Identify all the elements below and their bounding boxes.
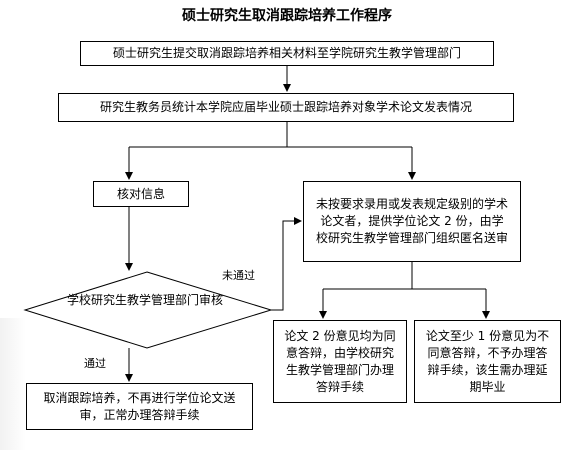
step-review: 学校研究生教学管理部门审核 [66, 293, 223, 307]
step-submit: 硕士研究生提交取消跟踪培养相关材料至学院研究生教学管理部门 [80, 41, 494, 66]
step-cancel: 取消跟踪培养，不再进行学位论文送审，正常办理答辩手续 [26, 383, 253, 430]
step-verify: 核对信息 [93, 181, 189, 207]
label-passed: 通过 [84, 357, 106, 370]
step-fail-one: 论文至少 1 份意见为不同意答辩，不予办理答辩手续，该生需办理延期毕业 [414, 320, 561, 403]
step-pass-both: 论文 2 份意见均为同意答辩，由学校研究生教学管理部门办理答辩手续 [273, 320, 407, 403]
page-title: 硕士研究生取消跟踪培养工作程序 [182, 8, 392, 24]
watermark-fade [0, 318, 26, 450]
review-diamond [23, 271, 273, 349]
step-not-met: 未按要求录用或发表规定级别的学术论文者，提供学位论文 2 份，由学校研究生教学管… [303, 181, 521, 262]
arrow-not-passed [271, 217, 302, 311]
step-statistics: 研究生教务员统计本学院应届毕业硕士跟踪培养对象学术论文发表情况 [58, 93, 514, 122]
label-not-passed: 未通过 [222, 269, 255, 282]
